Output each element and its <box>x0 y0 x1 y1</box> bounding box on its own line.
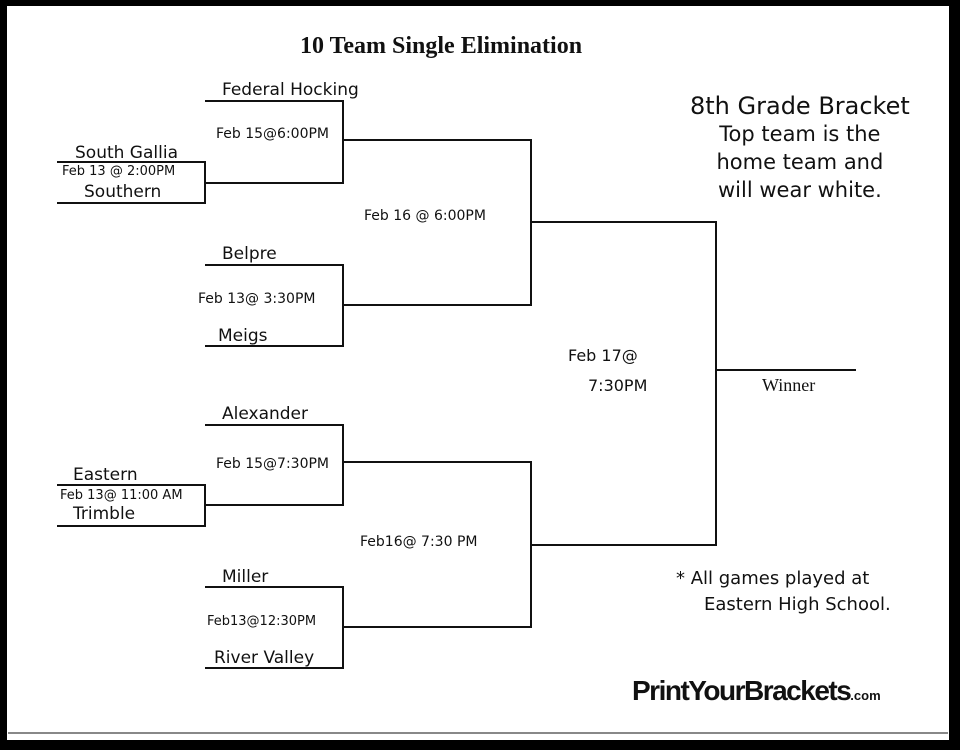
note-line: will wear white. <box>718 178 882 202</box>
team-meigs: Meigs <box>218 326 268 346</box>
team-federal-hocking: Federal Hocking <box>222 80 359 100</box>
team-alexander: Alexander <box>222 404 309 424</box>
logo-main: PrintYourBrackets <box>632 675 852 706</box>
winner-label: Winner <box>762 375 816 395</box>
game-r1-4: Feb13@12:30PM <box>207 614 317 629</box>
note-line: 8th Grade Bracket <box>690 92 910 120</box>
note-line: home team and <box>716 150 884 174</box>
footnote: * All games played at Eastern High Schoo… <box>676 566 891 618</box>
game-r1-2: Feb 13@ 3:30PM <box>198 291 316 307</box>
footnote-line: Eastern High School. <box>704 594 891 615</box>
bracket-sheet <box>7 6 949 740</box>
game-play-in-top: Feb 13 @ 2:00PM <box>62 164 176 179</box>
game-r1-3: Feb 15@7:30PM <box>216 456 330 472</box>
team-south-gallia: South Gallia <box>75 143 178 163</box>
bracket-title: 10 Team Single Elimination <box>300 33 583 59</box>
team-miller: Miller <box>222 567 269 587</box>
brand-logo: PrintYourBrackets.com <box>632 675 881 707</box>
logo-suffix: .com <box>850 688 881 703</box>
game-r1-1: Feb 15@6:00PM <box>216 126 330 142</box>
team-eastern: Eastern <box>73 465 138 485</box>
note-line: Top team is the <box>719 122 881 146</box>
bracket-note: 8th Grade Bracket Top team is the home t… <box>690 92 910 204</box>
game-semi-top: Feb 16 @ 6:00PM <box>364 208 486 224</box>
r1-game1-bracket <box>205 100 344 184</box>
team-belpre: Belpre <box>222 244 277 264</box>
team-southern: Southern <box>84 182 162 202</box>
final-bracket <box>531 221 717 546</box>
game-final-date: Feb 17@ <box>568 346 638 365</box>
game-semi-bottom: Feb16@ 7:30 PM <box>360 534 478 550</box>
footnote-line: * All games played at <box>676 568 870 589</box>
game-play-in-bottom: Feb 13@ 11:00 AM <box>60 488 183 503</box>
game-final-time: 7:30PM <box>588 376 648 395</box>
team-trimble: Trimble <box>73 504 136 524</box>
r1-game3-bracket <box>205 424 344 506</box>
team-river-valley: River Valley <box>214 648 315 668</box>
